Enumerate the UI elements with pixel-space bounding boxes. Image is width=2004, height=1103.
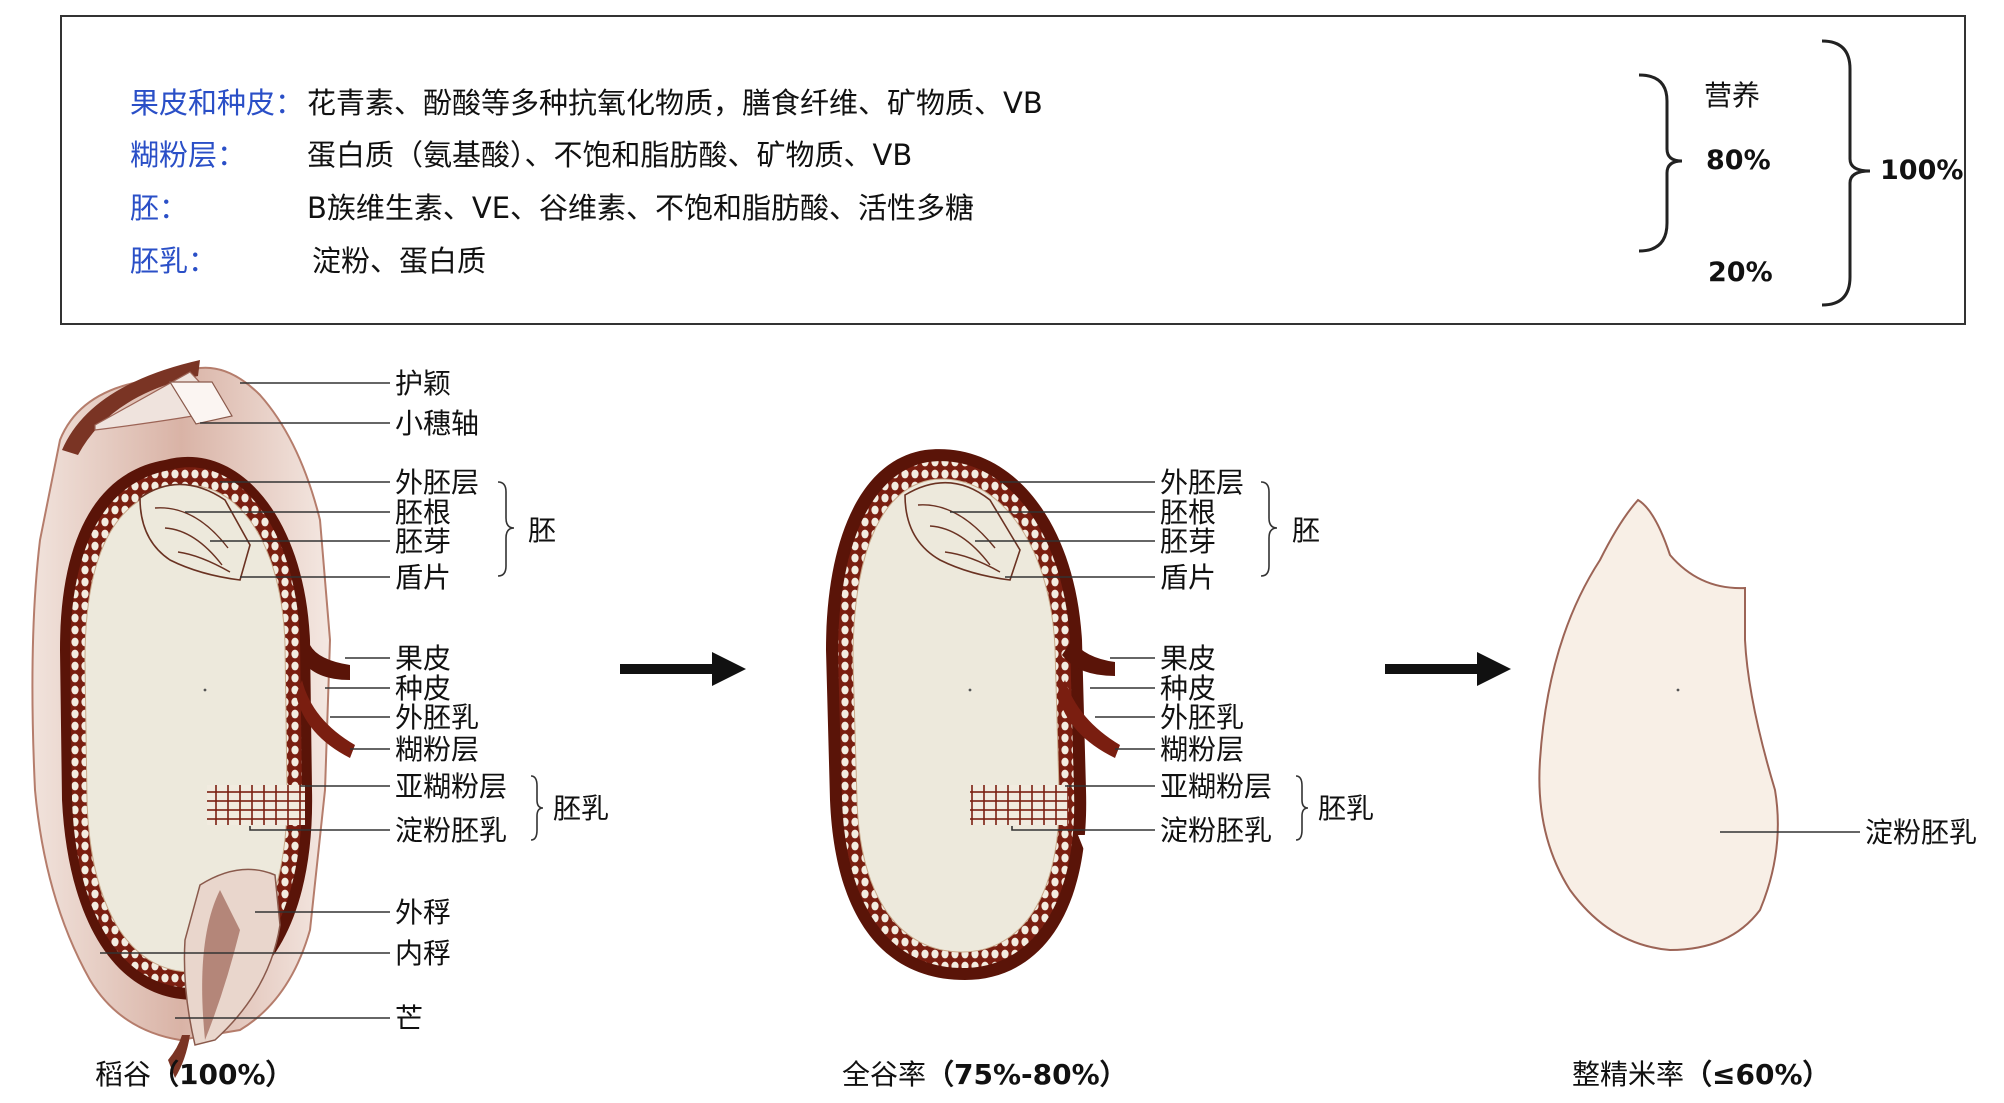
row-label: 胚乳： bbox=[130, 244, 218, 278]
caption-paddy: 稻谷（100%） bbox=[95, 1058, 294, 1091]
embryo bbox=[904, 481, 1021, 581]
brackets bbox=[1638, 39, 1871, 307]
caption-milled-rice: 整精米率（≤60%） bbox=[1572, 1058, 1831, 1091]
label-palea: 内稃 bbox=[395, 937, 451, 970]
leader bbox=[249, 826, 390, 831]
label-seed-coat: 种皮 bbox=[1160, 672, 1216, 705]
pct-20: 20% bbox=[1708, 257, 1773, 288]
label-starchy-endosperm: 淀粉胚乳 bbox=[1160, 814, 1272, 847]
endosperm-brace bbox=[530, 775, 544, 841]
embryo-detail bbox=[917, 504, 1001, 573]
arrow-2 bbox=[1385, 652, 1511, 686]
label-nucellus: 外胚乳 bbox=[395, 701, 479, 734]
row-text: 淀粉、蛋白质 bbox=[312, 244, 487, 278]
subaleurone-patch bbox=[207, 785, 305, 825]
row-text: B族维生素、VE、谷维素、不饱和脂肪酸、活性多糖 bbox=[307, 191, 975, 225]
label-pericarp: 果皮 bbox=[395, 642, 451, 675]
starchy-endosperm bbox=[852, 478, 1060, 953]
aleurone-flap bbox=[1058, 680, 1120, 758]
pct-100: 100% bbox=[1880, 155, 1964, 186]
nutrition-label: 营养 bbox=[1704, 79, 1761, 112]
arrow-1 bbox=[620, 652, 746, 686]
group-embryo: 胚 bbox=[528, 514, 556, 547]
bracket-100 bbox=[1821, 39, 1871, 307]
label-epiblast: 外胚层 bbox=[1160, 466, 1244, 499]
embryo-brace bbox=[1260, 481, 1278, 577]
paddy-grain bbox=[31, 360, 355, 1078]
row-text: 蛋白质（氨基酸）、不饱和脂肪酸、矿物质、VB bbox=[307, 138, 913, 172]
paddy-labels: 护颖 小穗轴 外胚层 胚根 胚芽 盾片 果皮 种皮 外胚乳 糊粉层 亚糊粉层 淀… bbox=[395, 367, 609, 1035]
label-aleurone: 糊粉层 bbox=[1160, 733, 1244, 766]
label-awn: 芒 bbox=[395, 1002, 423, 1035]
label-rachilla: 小穗轴 bbox=[395, 407, 479, 440]
center-dot bbox=[1676, 688, 1680, 692]
endosperm-brace bbox=[1295, 775, 1309, 841]
label-radicle: 胚根 bbox=[1160, 496, 1216, 529]
label-starchy-endosperm: 淀粉胚乳 bbox=[395, 814, 507, 847]
row-label: 糊粉层： bbox=[130, 138, 247, 172]
embryo-brace bbox=[497, 481, 515, 577]
label-aleurone: 糊粉层 bbox=[395, 733, 479, 766]
awn bbox=[168, 1035, 190, 1078]
label-nucellus: 外胚乳 bbox=[1160, 701, 1244, 734]
group-embryo: 胚 bbox=[1292, 514, 1320, 547]
label-epiblast: 外胚层 bbox=[395, 466, 479, 499]
label-sterile-lemma: 护颖 bbox=[395, 367, 451, 400]
whole-labels: 外胚层 胚根 胚芽 盾片 果皮 种皮 外胚乳 糊粉层 亚糊粉层 淀粉胚乳 胚 胚… bbox=[1160, 466, 1374, 847]
label-seed-coat: 种皮 bbox=[395, 672, 451, 705]
label-subaleurone: 亚糊粉层 bbox=[1160, 770, 1272, 803]
label-radicle: 胚根 bbox=[395, 496, 451, 529]
embryo-detail bbox=[154, 507, 231, 573]
label-scutellum: 盾片 bbox=[395, 561, 451, 594]
nutrient-info-box: 果皮和种皮： 花青素、酚酸等多种抗氧化物质，膳食纤维、矿物质、VB 糊粉层： 蛋… bbox=[60, 15, 1966, 325]
pericarp-flap bbox=[1062, 640, 1115, 676]
notch bbox=[1078, 835, 1100, 850]
bracket-80 bbox=[1638, 73, 1683, 253]
paddy-leaders bbox=[100, 382, 544, 1019]
palea bbox=[202, 890, 240, 1040]
husk-shade bbox=[62, 360, 200, 455]
row-label: 果皮和种皮： bbox=[130, 86, 305, 120]
label-plumule: 胚芽 bbox=[1160, 525, 1216, 558]
subaleurone-patch bbox=[970, 785, 1068, 825]
rachilla bbox=[168, 381, 233, 425]
whole-grain bbox=[826, 449, 1120, 980]
label-pericarp: 果皮 bbox=[1160, 642, 1216, 675]
pericarp-flap bbox=[302, 645, 350, 680]
caption-whole-grain: 全谷率（75%-80%） bbox=[842, 1058, 1128, 1091]
group-endosperm: 胚乳 bbox=[553, 792, 609, 825]
center-dot bbox=[968, 688, 972, 692]
milled-grain: 淀粉胚乳 bbox=[1538, 498, 1977, 952]
label-subaleurone: 亚糊粉层 bbox=[395, 770, 507, 803]
whole-leaders bbox=[950, 481, 1309, 841]
center-dot bbox=[203, 688, 207, 692]
label-lemma: 外稃 bbox=[395, 896, 451, 929]
row-text: 花青素、酚酸等多种抗氧化物质，膳食纤维、矿物质、VB bbox=[307, 86, 1043, 120]
label-scutellum: 盾片 bbox=[1160, 561, 1216, 594]
label-plumule: 胚芽 bbox=[395, 525, 451, 558]
label-starchy-endosperm: 淀粉胚乳 bbox=[1865, 816, 1977, 849]
group-endosperm: 胚乳 bbox=[1318, 792, 1374, 825]
pct-80: 80% bbox=[1706, 145, 1771, 176]
row-label: 胚： bbox=[130, 191, 189, 225]
leader bbox=[1011, 826, 1155, 831]
milled-kernel bbox=[1538, 498, 1779, 952]
aleurone-flap bbox=[296, 680, 355, 758]
